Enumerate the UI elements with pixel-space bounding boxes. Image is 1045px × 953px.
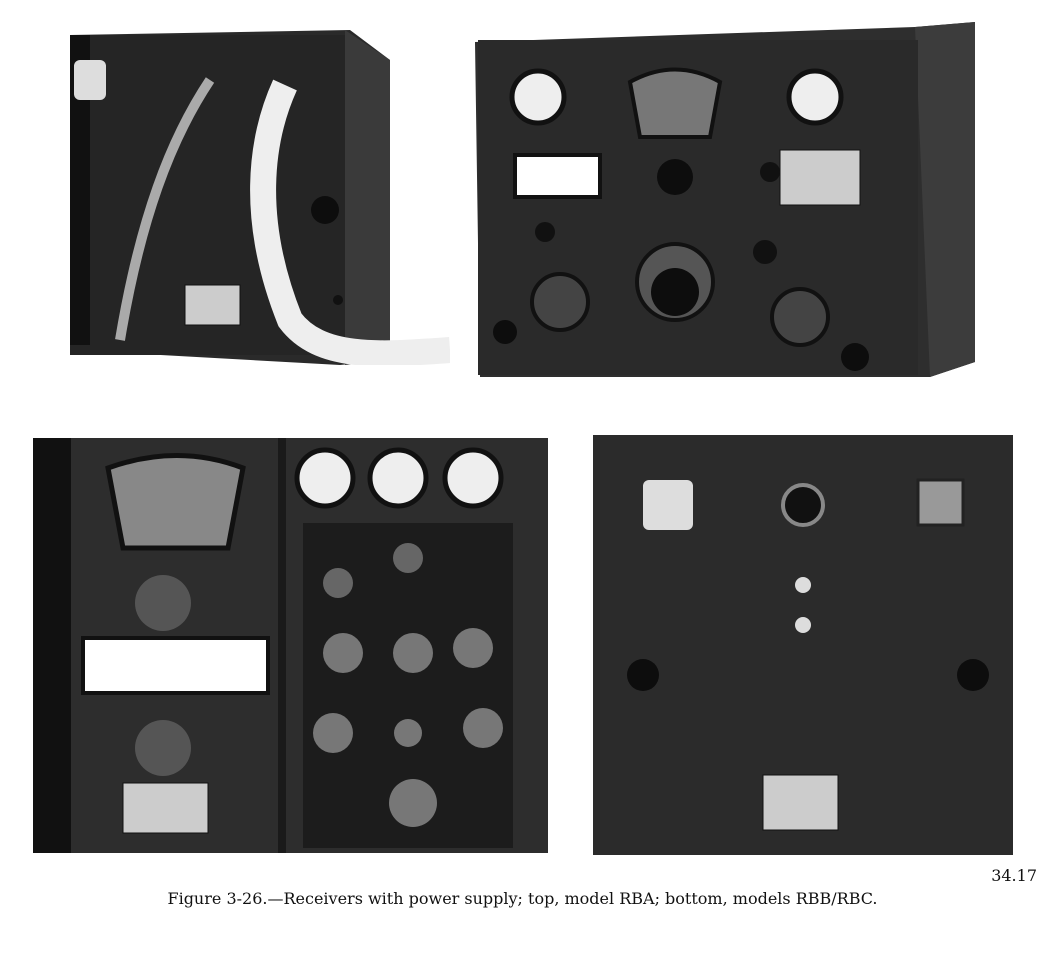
- photo-power-supply-rbb-rbc: [593, 435, 1013, 855]
- photo-power-supply-rba: [70, 30, 450, 365]
- figure-caption: Figure 3-26.—Receivers with power supply…: [167, 889, 878, 908]
- figure-number: 34.17: [991, 866, 1037, 885]
- photo-receiver-rbb-rbc: [33, 438, 548, 853]
- photo-receiver-rba: [475, 22, 975, 377]
